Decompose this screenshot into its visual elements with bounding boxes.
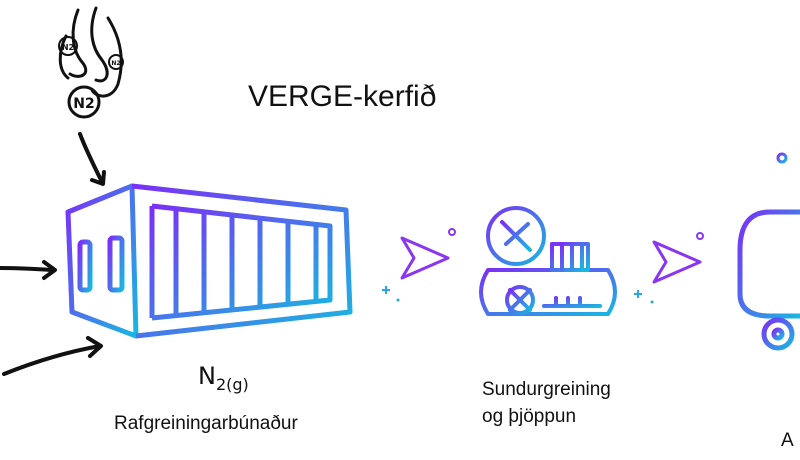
formula-base: N — [198, 362, 216, 390]
separation-compression-icon — [478, 206, 617, 336]
air-nitrogen-icon — [58, 6, 124, 119]
stage-separation-label: Sundurgreining og þjöppun — [482, 376, 611, 430]
flow-arrow-icon-2 — [624, 232, 704, 304]
input-arrows — [0, 132, 106, 376]
stage-electrolyzer-label: Rafgreiningarbúnaður — [114, 413, 298, 434]
flow-arrow-icon — [372, 228, 456, 302]
stage-separation-line1: Sundurgreining — [482, 379, 611, 400]
n2-small-label: N2 — [62, 43, 74, 52]
diagram-title: VERGE-kerfið — [248, 80, 437, 113]
n2-tiny-label: N2 — [111, 60, 120, 67]
product-formula: N2(g) — [198, 362, 249, 394]
tanker-truck-icon — [737, 152, 800, 351]
stage-transport-label: A — [781, 430, 794, 451]
electrolyzer-container-icon — [65, 183, 353, 339]
n2-badge-label: N2 — [73, 96, 94, 112]
formula-subscript: 2(g) — [215, 374, 249, 394]
stage-separation-line2: og þjöppun — [482, 406, 577, 427]
